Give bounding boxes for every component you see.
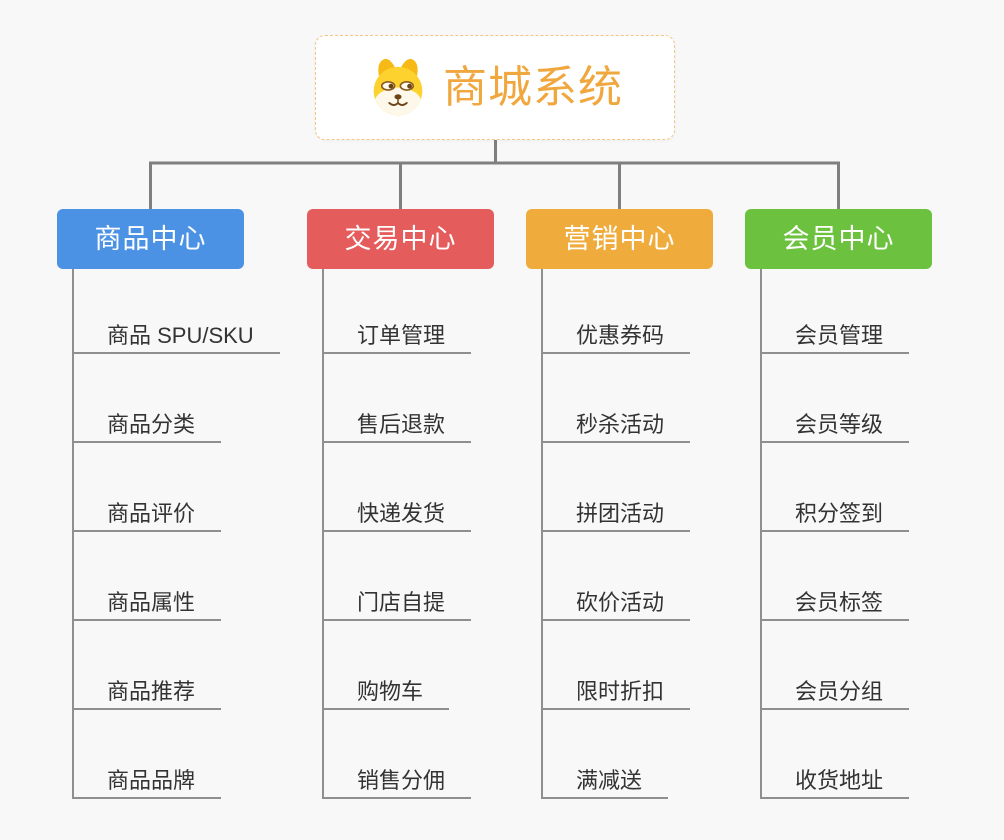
- leaf-node[interactable]: 销售分佣: [324, 710, 574, 799]
- leaf-label: 购物车: [324, 681, 450, 710]
- leaf-node[interactable]: 商品属性: [74, 532, 324, 621]
- leaf-node[interactable]: 限时折扣: [543, 621, 793, 710]
- leaf-label: 会员标签: [762, 592, 910, 621]
- connector-lines: [149, 140, 840, 209]
- leaf-label: 商品推荐: [74, 681, 222, 710]
- leaf-node[interactable]: 积分签到: [762, 443, 1004, 532]
- leaf-node[interactable]: 会员分组: [762, 621, 1004, 710]
- leaf-node[interactable]: 满减送: [543, 710, 793, 799]
- branch-node-1[interactable]: 交易中心: [307, 209, 494, 269]
- shiba-dog-icon: [373, 58, 423, 115]
- branch-label: 会员中心: [782, 223, 895, 254]
- leaf-node[interactable]: 购物车: [324, 621, 574, 710]
- leaf-node[interactable]: 收货地址: [762, 710, 1004, 799]
- root-title: 商城系统: [443, 62, 623, 112]
- leaf-label: 砍价活动: [543, 592, 691, 621]
- branch-node-3[interactable]: 会员中心: [745, 209, 932, 269]
- leaf-node[interactable]: 会员标签: [762, 532, 1004, 621]
- leaf-node[interactable]: 商品推荐: [74, 621, 324, 710]
- children-column-0: 商品 SPU/SKU 商品分类商品评价商品属性商品推荐商品品牌: [72, 269, 324, 799]
- leaf-label: 售后退款: [324, 414, 472, 443]
- branch-node-2[interactable]: 营销中心: [526, 209, 713, 269]
- leaf-label: 会员分组: [762, 681, 910, 710]
- leaf-node[interactable]: 砍价活动: [543, 532, 793, 621]
- branch-label: 交易中心: [344, 223, 457, 254]
- leaf-node[interactable]: 会员管理: [762, 269, 1004, 354]
- children-column-3: 会员管理会员等级积分签到会员标签会员分组收货地址: [760, 269, 1004, 799]
- branch-label: 商品中心: [94, 223, 207, 254]
- leaf-node[interactable]: 订单管理: [324, 269, 574, 354]
- leaf-label: 积分签到: [762, 503, 910, 532]
- leaf-label: 满减送: [543, 770, 669, 799]
- leaf-node[interactable]: 商品分类: [74, 354, 324, 443]
- leaf-label: 快递发货: [324, 503, 472, 532]
- leaf-node[interactable]: 门店自提: [324, 532, 574, 621]
- leaf-label: 优惠券码: [543, 325, 691, 354]
- leaf-label: 商品评价: [74, 503, 222, 532]
- leaf-node[interactable]: 售后退款: [324, 354, 574, 443]
- leaf-label: 销售分佣: [324, 770, 472, 799]
- leaf-label: 商品属性: [74, 592, 222, 621]
- leaf-node[interactable]: 商品评价: [74, 443, 324, 532]
- leaf-node[interactable]: 商品 SPU/SKU: [74, 269, 324, 354]
- children-column-1: 订单管理售后退款快递发货门店自提购物车销售分佣: [322, 269, 574, 799]
- leaf-node[interactable]: 秒杀活动: [543, 354, 793, 443]
- children-column-2: 优惠券码秒杀活动拼团活动砍价活动限时折扣满减送: [541, 269, 793, 799]
- leaf-label: 会员管理: [762, 325, 910, 354]
- root-node[interactable]: 商城系统: [315, 35, 675, 140]
- leaf-label: 拼团活动: [543, 503, 691, 532]
- leaf-label: 商品分类: [74, 414, 222, 443]
- leaf-label: 门店自提: [324, 592, 472, 621]
- leaf-label: 商品 SPU/SKU: [74, 325, 280, 354]
- leaf-label: 限时折扣: [543, 681, 691, 710]
- leaf-label: 商品品牌: [74, 770, 222, 799]
- branch-label: 营销中心: [563, 223, 676, 254]
- leaf-label: 收货地址: [762, 770, 910, 799]
- leaf-node[interactable]: 商品品牌: [74, 710, 324, 799]
- leaf-node[interactable]: 快递发货: [324, 443, 574, 532]
- leaf-label: 订单管理: [324, 325, 472, 354]
- branch-node-0[interactable]: 商品中心: [57, 209, 244, 269]
- leaf-node[interactable]: 会员等级: [762, 354, 1004, 443]
- leaf-node[interactable]: 拼团活动: [543, 443, 793, 532]
- leaf-node[interactable]: 优惠券码: [543, 269, 793, 354]
- leaf-label: 会员等级: [762, 414, 910, 443]
- leaf-label: 秒杀活动: [543, 414, 691, 443]
